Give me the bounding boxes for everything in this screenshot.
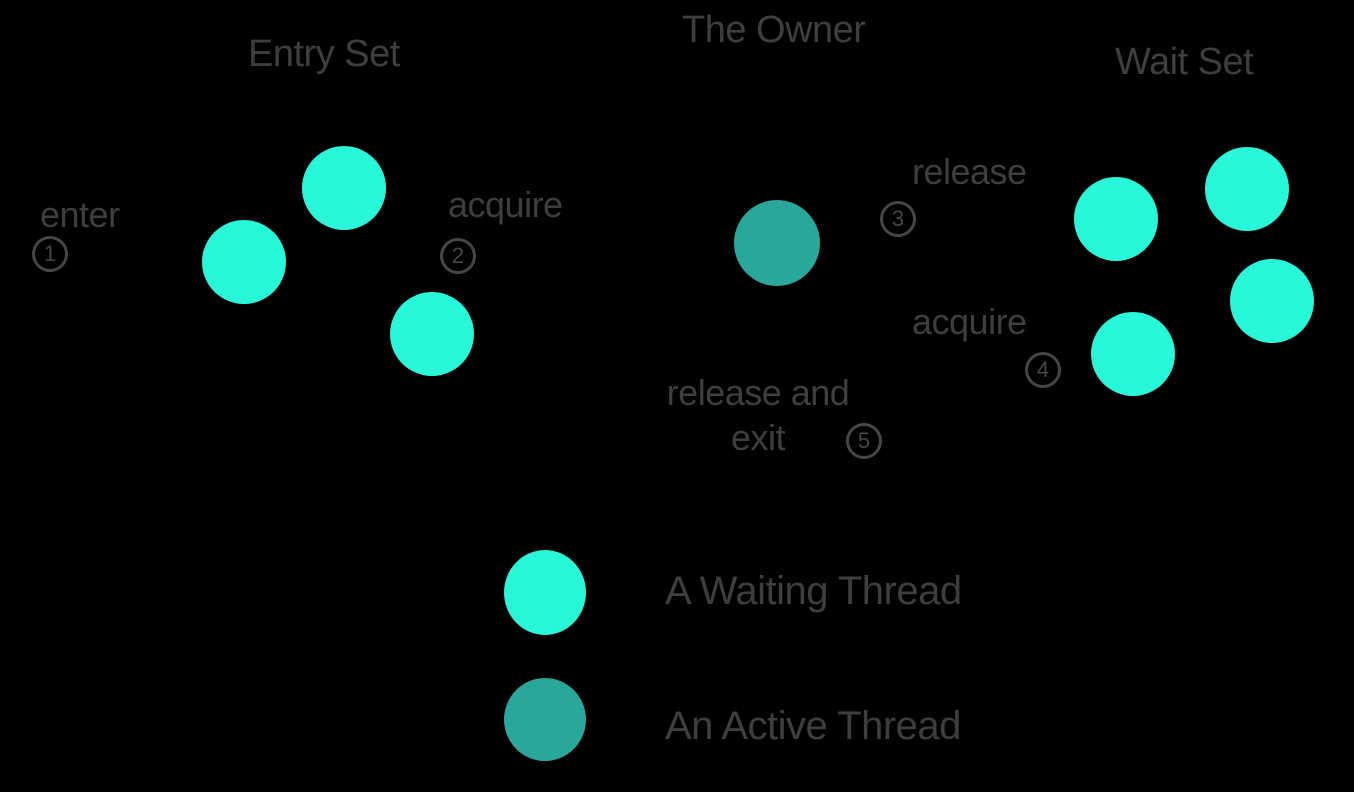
- waiting-thread-circle: [1205, 147, 1289, 231]
- waiting-thread-circle: [390, 292, 474, 376]
- legend-waiting-thread-swatch: [504, 550, 586, 635]
- owner-title: The Owner: [682, 9, 866, 51]
- waiting-thread-circle: [202, 220, 286, 304]
- entry-set-title: Entry Set: [248, 33, 400, 75]
- legend-active-thread-label: An Active Thread: [665, 704, 961, 748]
- release-and-exit-line2: exit: [730, 417, 786, 458]
- waiting-thread-circle: [302, 146, 386, 230]
- wait-set-title: Wait Set: [1115, 41, 1254, 83]
- waiting-thread-circle: [1230, 259, 1314, 343]
- step-1-badge: 1: [32, 236, 68, 272]
- waiting-thread-circle: [1074, 177, 1158, 261]
- release-and-exit-label: release and exit: [667, 370, 850, 460]
- step-4-badge: 4: [1025, 352, 1061, 388]
- release-label: release: [912, 151, 1027, 192]
- waiting-thread-circle: [1091, 312, 1175, 396]
- release-and-exit-line1: release and: [666, 372, 850, 413]
- step-2-badge: 2: [440, 238, 476, 274]
- legend-active-thread-swatch: [504, 678, 586, 761]
- legend-waiting-thread-label: A Waiting Thread: [665, 569, 962, 613]
- acquire-left-label: acquire: [448, 184, 563, 225]
- enter-label: enter: [40, 194, 120, 235]
- owner-active-thread-circle: [734, 200, 820, 286]
- step-3-badge: 3: [880, 201, 916, 237]
- step-5-badge: 5: [846, 423, 882, 459]
- acquire-right-label: acquire: [912, 301, 1027, 342]
